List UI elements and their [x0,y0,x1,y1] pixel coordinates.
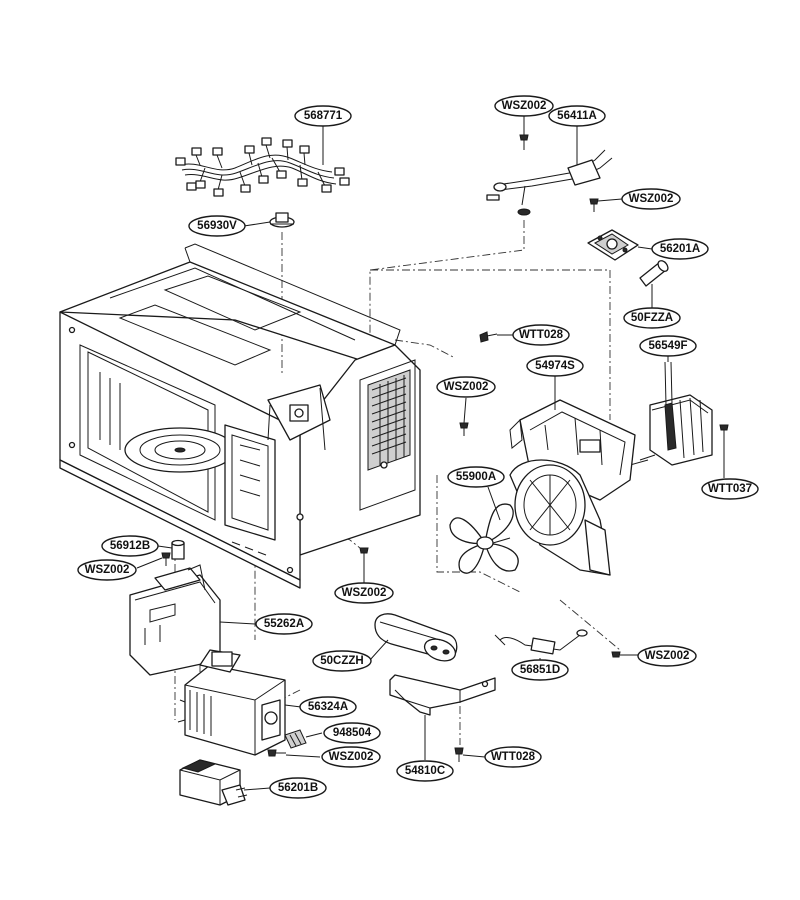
part-label-56930V: 56930V [188,215,246,237]
fan-motor-assembly-55900A [449,459,611,576]
part-label-wtt028-mid: WTT028 [512,324,570,346]
ferrite-core-948504 [284,729,323,749]
thermostat-56930V [243,212,295,228]
screw-wtt028-mid [479,331,513,343]
svg-text:54810C: 54810C [405,765,445,777]
svg-text:WSZ002: WSZ002 [645,650,690,662]
part-label-wsz002-bottom: WSZ002 [321,746,381,768]
part-label-50CZZH: 50CZZH [312,650,372,672]
wire-harness-56411A [486,125,613,216]
svg-text:WSZ002: WSZ002 [629,193,674,205]
interlock-switch-56912B [157,539,185,560]
screw-wsz002-bottom [267,749,321,758]
part-label-55262A: 55262A [255,613,313,635]
fan-blade [449,503,519,574]
choke-coil-56549F [629,356,713,466]
part-label-55900A: 55900A [447,466,505,488]
part-label-54974S: 54974S [526,355,584,377]
svg-text:55900A: 55900A [456,471,496,483]
part-label-wsz002-right-top: WSZ002 [621,188,681,210]
svg-text:WTT028: WTT028 [519,329,564,341]
screw-wsz002-left [136,552,171,569]
svg-text:WSZ002: WSZ002 [444,381,489,393]
svg-text:56549F: 56549F [648,340,687,352]
part-label-56912B: 56912B [101,535,159,557]
svg-text:56912B: 56912B [110,540,150,552]
part-label-56324A: 56324A [299,696,357,718]
screw-wtt028-bottom [454,747,486,762]
svg-text:WTT028: WTT028 [491,751,536,763]
svg-text:50CZZH: 50CZZH [320,655,363,667]
oven-cavity-body [59,243,421,589]
part-label-wsz002-center: WSZ002 [334,582,394,604]
part-label-wsz002-left: WSZ002 [77,559,137,581]
screw-wsz002-mid [459,397,469,436]
part-label-wtt037: WTT037 [701,478,759,500]
part-label-56549F: 56549F [639,335,697,357]
screw-wsz002-right-top [589,198,623,212]
screw-wtt037 [719,424,729,478]
part-label-56201B: 56201B [269,777,327,799]
bracket-55262A [129,564,257,676]
svg-text:WSZ002: WSZ002 [85,564,130,576]
part-label-948504: 948504 [323,722,381,744]
wire-harness-568771 [175,125,350,197]
screw-wsz002-center [359,547,369,583]
svg-text:WSZ002: WSZ002 [342,587,387,599]
part-label-50FZZA: 50FZZA [623,307,681,329]
part-label-56411A: 56411A [548,105,606,127]
screw-wsz002-top [519,116,529,150]
part-label-56201A: 56201A [651,238,709,260]
part-label-54810C: 54810C [396,760,454,782]
part-label-wsz002-right-low: WSZ002 [637,645,697,667]
magnetron-56324A [177,649,302,756]
svg-text:568771: 568771 [304,110,343,122]
part-label-wsz002-top: WSZ002 [494,95,554,117]
svg-text:WSZ002: WSZ002 [502,100,547,112]
fuse-50FZZA [639,260,669,308]
part-label-wtt028-bottom: WTT028 [484,746,542,768]
svg-text:56201B: 56201B [278,782,318,794]
noise-filter-56201A [587,229,653,261]
svg-text:56411A: 56411A [557,110,597,122]
svg-text:56324A: 56324A [308,701,348,713]
svg-text:WSZ002: WSZ002 [329,751,374,763]
capacitor-50CZZH [369,613,458,662]
transformer-56201B [179,759,271,806]
svg-text:948504: 948504 [333,727,372,739]
turntable-plate [124,427,236,473]
vent-grille [367,369,411,471]
svg-text:56851D: 56851D [520,664,560,676]
screw-wsz002-right-low [611,651,638,658]
diode-56851D [494,629,588,660]
capacitor-bracket-54810C [389,674,496,760]
svg-text:50FZZA: 50FZZA [631,312,673,324]
svg-text:56930V: 56930V [197,220,237,232]
svg-text:54974S: 54974S [535,360,575,372]
svg-text:55262A: 55262A [264,618,304,630]
part-label-wsz002-mid: WSZ002 [436,376,496,398]
part-label-56851D: 56851D [511,659,569,681]
svg-text:56201A: 56201A [660,243,700,255]
part-label-568771: 568771 [294,105,352,127]
svg-text:WTT037: WTT037 [708,483,752,495]
